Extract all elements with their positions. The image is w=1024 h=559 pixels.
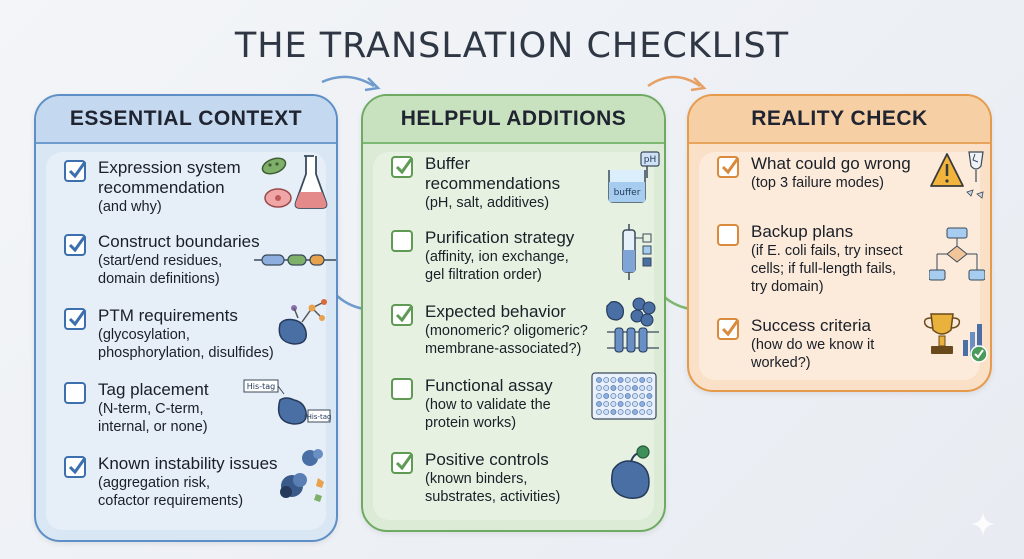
well xyxy=(603,377,610,383)
item-text: Purification strategy (affinity, ion exc… xyxy=(425,228,575,283)
well xyxy=(639,377,646,383)
panel-body: What could go wrong (top 3 failure modes… xyxy=(699,151,988,380)
checkbox-checked[interactable] xyxy=(391,452,414,474)
item-text: Success criteria (how do we know it work… xyxy=(751,316,875,371)
panel-header: HELPFUL ADDITIONS xyxy=(363,96,664,144)
page-title: THE TRANSLATION CHECKLIST xyxy=(234,26,790,66)
buffer-ph-icon: pH buffer xyxy=(608,151,660,203)
well xyxy=(639,385,646,391)
ptm-protein-icon xyxy=(278,299,327,345)
item-text: Known instability issues (aggregation ri… xyxy=(98,454,278,509)
oligomer-membrane-icon xyxy=(606,297,659,353)
well xyxy=(610,385,617,391)
checkbox-checked[interactable] xyxy=(64,308,87,330)
checkbox-unchecked[interactable] xyxy=(717,224,739,246)
item-text: Construct boundaries (start/end residues… xyxy=(98,232,260,287)
aggregate-icon xyxy=(280,449,324,502)
column-icon xyxy=(622,224,652,280)
checkbox-checked[interactable] xyxy=(717,156,740,178)
item-text: PTM requirements (glycosylation, phospho… xyxy=(98,306,274,361)
well xyxy=(646,401,653,407)
well xyxy=(610,377,617,383)
well xyxy=(617,409,624,415)
well xyxy=(610,393,617,399)
item-text: Expression system recommendation (and wh… xyxy=(98,158,241,215)
well xyxy=(610,401,617,407)
well xyxy=(596,377,602,383)
well-plate-icon xyxy=(591,372,657,420)
panel-header: ESSENTIAL CONTEXT xyxy=(36,96,336,144)
arrow-top-2-icon xyxy=(647,75,707,92)
well xyxy=(624,409,631,415)
well xyxy=(632,401,638,407)
well xyxy=(646,409,653,415)
svg-text:buffer: buffer xyxy=(614,188,641,198)
sparkle-icon xyxy=(971,512,995,536)
construct-bar-icon xyxy=(254,254,336,266)
item-text: Tag placement (N-term, C-term, internal,… xyxy=(98,380,209,435)
his-tag-protein-icon: His-tag His-tag xyxy=(243,379,332,425)
enzyme-icon xyxy=(611,445,650,499)
checkbox-checked[interactable] xyxy=(64,456,87,478)
panel-body: Buffer recommendations (pH, salt, additi… xyxy=(373,151,660,520)
warning-broken-glass-icon xyxy=(930,151,984,199)
panel-essential-context: ESSENTIAL CONTEXT Expression system reco… xyxy=(34,94,338,542)
item-text: Buffer recommendations (pH, salt, additi… xyxy=(425,154,561,211)
svg-text:pH: pH xyxy=(644,155,656,165)
checkbox-checked[interactable] xyxy=(391,156,414,178)
well xyxy=(596,401,602,407)
well xyxy=(624,393,631,399)
well xyxy=(617,401,624,407)
item-text: Backup plans (if E. coli fails, try inse… xyxy=(751,222,903,295)
flowchart-icon xyxy=(929,227,985,281)
well xyxy=(603,401,610,407)
well xyxy=(639,409,646,415)
panel-body: Expression system recommendation (and wh… xyxy=(46,152,336,530)
panel-header: REALITY CHECK xyxy=(689,96,990,144)
item-text: What could go wrong (top 3 failure modes… xyxy=(751,154,911,191)
well xyxy=(632,377,638,383)
well xyxy=(646,385,653,391)
panel-reality-check: REALITY CHECK What could go wrong (top 3… xyxy=(687,94,992,392)
well xyxy=(596,393,602,399)
well xyxy=(617,385,624,391)
checkbox-checked[interactable] xyxy=(64,160,87,182)
well xyxy=(639,401,646,407)
checkbox-checked[interactable] xyxy=(64,234,87,256)
arrow-top-1-icon xyxy=(321,75,381,92)
svg-text:His-tag: His-tag xyxy=(307,413,332,421)
well xyxy=(632,409,638,415)
well xyxy=(617,393,624,399)
checkbox-checked[interactable] xyxy=(717,318,740,340)
checkbox-unchecked[interactable] xyxy=(64,382,86,404)
well xyxy=(617,377,624,383)
well xyxy=(603,409,610,415)
well xyxy=(596,385,602,391)
bacteria-flask-icon xyxy=(261,155,328,209)
well xyxy=(624,377,631,383)
svg-text:His-tag: His-tag xyxy=(247,382,275,391)
well xyxy=(646,393,653,399)
well xyxy=(603,393,610,399)
item-text: Positive controls (known binders, substr… xyxy=(425,450,561,505)
well xyxy=(632,393,638,399)
well xyxy=(610,409,617,415)
checkbox-checked[interactable] xyxy=(391,304,414,326)
well xyxy=(632,385,638,391)
item-text: Functional assay (how to validate the pr… xyxy=(425,376,553,431)
checkbox-unchecked[interactable] xyxy=(391,378,413,400)
well xyxy=(646,377,653,383)
checkbox-unchecked[interactable] xyxy=(391,230,413,252)
well xyxy=(624,401,631,407)
trophy-chart-icon xyxy=(923,313,988,363)
well xyxy=(624,385,631,391)
panel-helpful-additions: HELPFUL ADDITIONS Buffer recommendations… xyxy=(361,94,666,532)
well xyxy=(603,385,610,391)
well xyxy=(639,393,646,399)
well xyxy=(596,409,602,415)
item-text: Expected behavior (monomeric? oligomeric… xyxy=(425,302,588,357)
